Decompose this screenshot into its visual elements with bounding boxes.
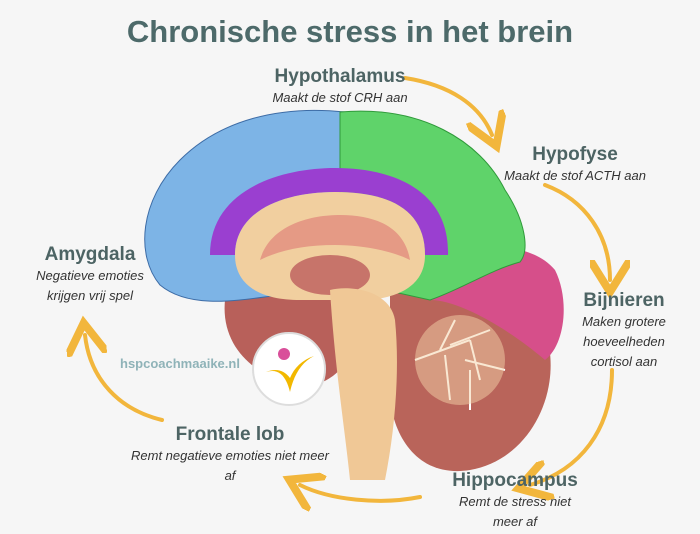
step-heading: Bijnieren [583,290,665,311]
step-frontale-lob: Frontale lob Remt negatieve emoties niet… [130,424,330,486]
step-amygdala: Amygdala Negatieve emoties krijgen vrij … [20,244,160,306]
step-heading: Frontale lob [175,424,285,445]
corpus-callosum [235,192,425,300]
cycle-arrows [85,76,612,501]
step-bijnieren: Bijnieren Maken grotere hoeveelheden cor… [568,290,680,372]
step-heading: Hypothalamus [274,66,406,87]
watermark-url: hspcoachmaaike.nl [120,356,240,371]
step-hippocampus: Hippocampus Remt de stress niet meer af [445,470,585,532]
step-hypothalamus: Hypothalamus Maakt de stof CRH aan [230,66,450,108]
step-hypofyse: Hypofyse Maakt de stof ACTH aan [490,144,660,186]
cingulate-gyrus [210,168,449,255]
step-text: Remt negatieve emoties niet meer af [131,448,329,483]
logo-icon [266,348,314,392]
step-text: Negatieve emoties krijgen vrij spel [36,268,144,303]
logo [252,332,326,406]
step-text: Maakt de stof CRH aan [272,90,408,105]
step-text: Remt de stress niet meer af [459,494,571,529]
step-heading: Amygdala [44,244,136,265]
brainstem [330,288,397,480]
step-heading: Hypofyse [532,144,618,165]
step-text: Maakt de stof ACTH aan [504,168,646,183]
step-text: Maken grotere hoeveelheden cortisol aan [582,314,666,369]
step-heading: Hippocampus [452,470,578,491]
page-title: Chronische stress in het brein [126,14,574,49]
